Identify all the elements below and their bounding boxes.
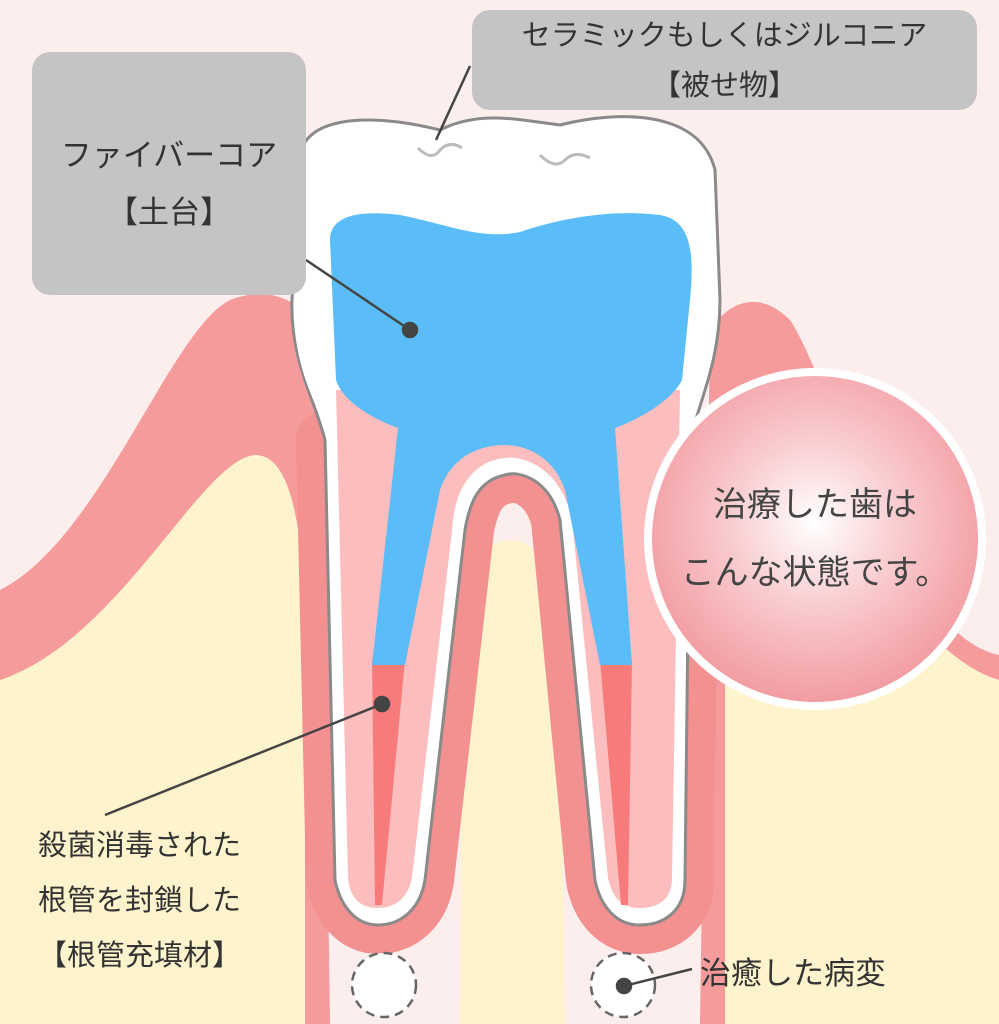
crown-label-box: セラミックもしくはジルコニア 【被せ物】: [472, 10, 977, 110]
left-bone: [0, 455, 305, 1024]
crown-leader-line: [434, 65, 472, 141]
callout-bubble: 治療した歯は こんな状態です。: [650, 374, 980, 704]
fiber-core-label: ファイバーコア: [60, 138, 278, 174]
left-canal-filling: [372, 660, 405, 905]
occlusal-mark-left: [416, 143, 463, 157]
fiber-core-sublabel: 【土台】: [107, 195, 231, 231]
healed-lesion-left: [350, 951, 418, 1019]
callout-line-1: 治療した歯は: [713, 485, 917, 525]
lesion-leader-line: [623, 967, 693, 988]
healed-lesion-label: 治癒した病変: [700, 956, 886, 992]
root-filling-line-1: 殺菌消毒された: [38, 828, 242, 862]
middle-bone: [460, 540, 565, 1024]
core-leader-dot: [401, 321, 419, 339]
fiber-core: [330, 213, 692, 665]
core-leader-line: [305, 258, 411, 332]
crown-sublabel: 【被せ物】: [651, 68, 797, 102]
root-filling-label: 殺菌消毒された 根管を封鎖した 【根管充填材】: [38, 818, 241, 983]
root-filling-line-3: 【根管充填材】: [38, 938, 242, 972]
callout-bubble-bg: [644, 368, 986, 710]
crown-label: セラミックもしくはジルコニア: [521, 18, 928, 52]
filling-leader-line: [104, 702, 383, 817]
root-filling-line-2: 根管を封鎖した: [38, 883, 242, 917]
occlusal-mark-right: [538, 153, 591, 166]
filling-leader-dot: [373, 695, 391, 713]
fiber-core-label-box: ファイバーコア 【土台】: [32, 52, 306, 295]
right-canal-filling: [600, 660, 632, 905]
lesion-leader-dot: [615, 977, 633, 995]
callout-line-2: こんな状態です。: [680, 553, 950, 593]
